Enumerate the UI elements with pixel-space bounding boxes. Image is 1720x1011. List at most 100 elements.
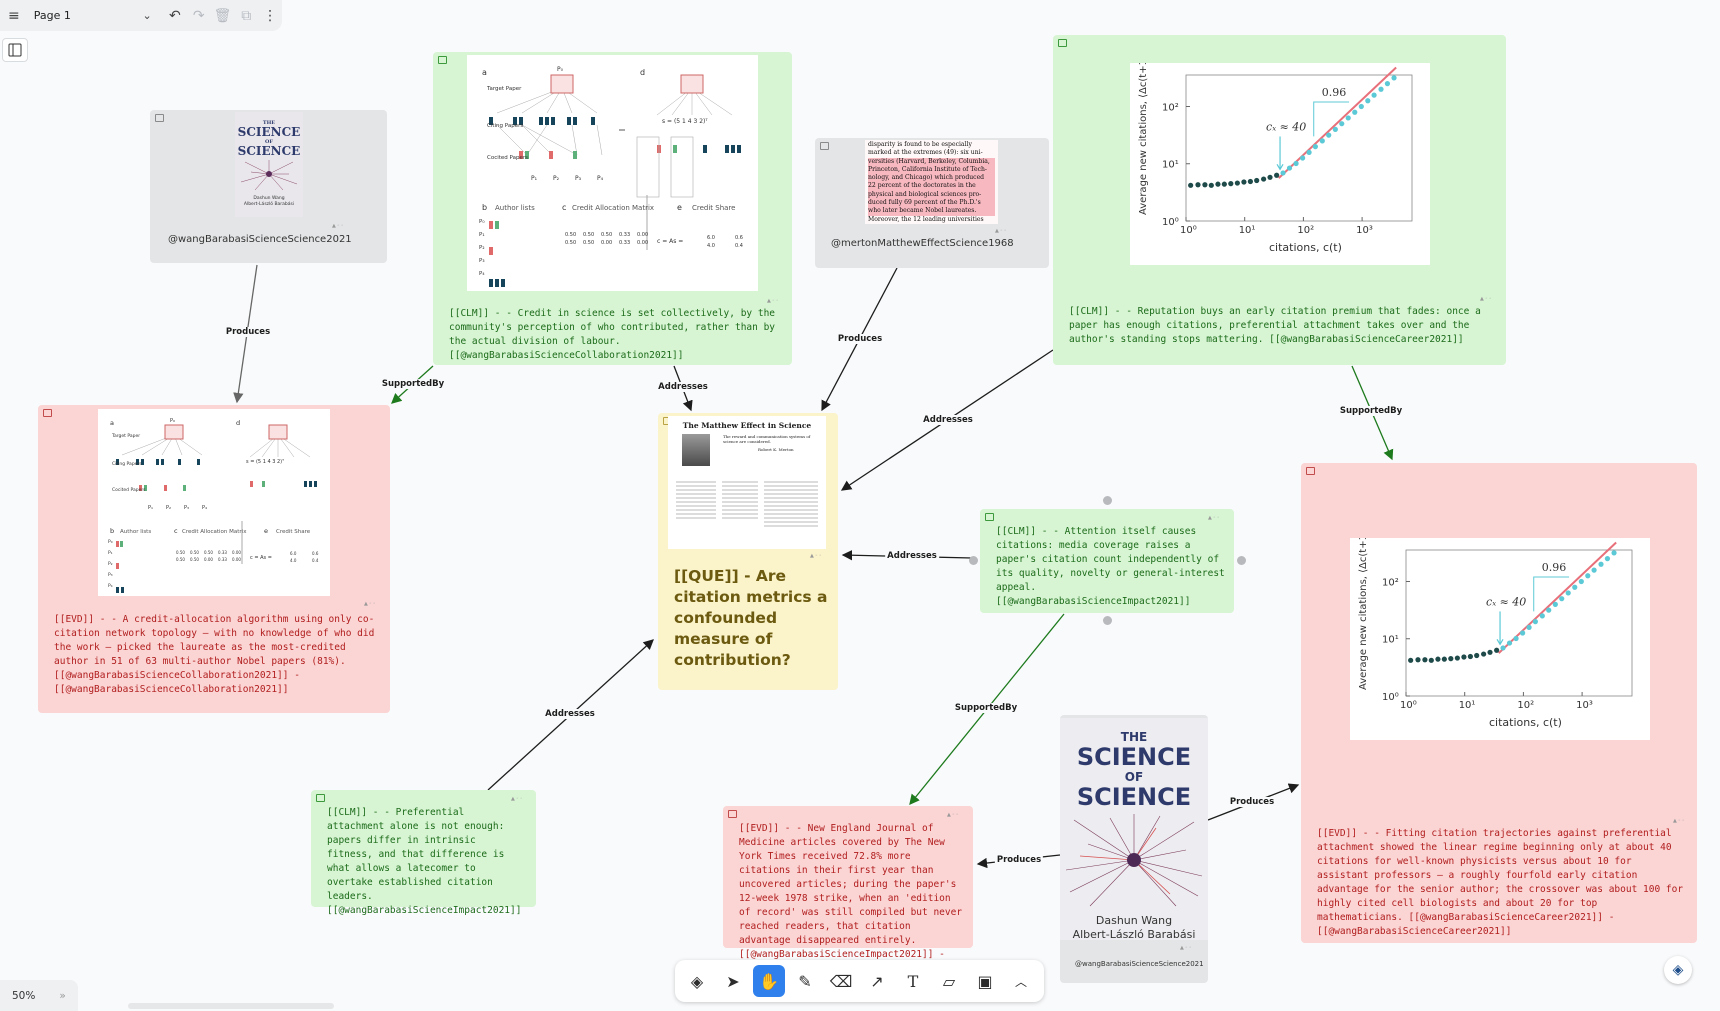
- arrow-tool-icon[interactable]: ↗: [870, 971, 884, 991]
- data-point: [1384, 81, 1391, 87]
- chevron-down-icon[interactable]: ⌄: [142, 9, 152, 22]
- matrix-cell: 0.33: [619, 232, 630, 238]
- data-point: [1526, 624, 1532, 630]
- edge-label-supportedby[interactable]: SupportedBy: [952, 703, 1020, 713]
- edge-label-supportedby[interactable]: SupportedBy: [379, 379, 447, 389]
- matrix-cell: 0.00: [204, 557, 213, 562]
- data-point: [1500, 645, 1506, 651]
- page-name[interactable]: Page 1: [33, 9, 71, 22]
- edge-label-addresses[interactable]: Addresses: [543, 709, 597, 719]
- select-tool-icon[interactable]: ➤: [726, 971, 740, 991]
- data-point: [1408, 657, 1414, 663]
- y-tick-label: 10⁰: [1162, 217, 1179, 228]
- note-icon: [438, 56, 447, 64]
- y-axis-label: Average new citations, ⟨Δc(t+1)⟩: [1138, 63, 1149, 215]
- eraser-tool-icon[interactable]: ⌫: [829, 971, 853, 991]
- scan-text-line: disparity is found to be especially: [868, 141, 972, 148]
- edge-label-addresses[interactable]: Addresses: [885, 551, 939, 561]
- data-point: [1306, 149, 1312, 155]
- duplicate-icon[interactable]: ⧉: [241, 7, 252, 24]
- card-evd-credit[interactable]: a d b c e P₀ Target Paper Citing Papers …: [38, 405, 390, 713]
- hand-tool-icon[interactable]: ✋: [753, 965, 785, 997]
- main-menu-icon[interactable]: ≡: [8, 7, 20, 24]
- connect-handle-left[interactable]: [969, 556, 978, 565]
- panel-label: a: [482, 68, 487, 77]
- data-point: [1371, 92, 1377, 98]
- edge-label-addresses[interactable]: Addresses: [921, 415, 975, 425]
- note-icon: [728, 810, 737, 818]
- scan-text-line: Moreover, the 12 leading universities: [868, 215, 984, 223]
- scan-text-line: duced fully 69 percent of the Ph.D.'s: [868, 199, 995, 208]
- edge-label-produces[interactable]: Produces: [223, 327, 273, 337]
- card-evd-nejm[interactable]: ▲◦◦ [[EVD]] - - New England Journal of M…: [723, 806, 973, 960]
- data-point: [1441, 656, 1447, 662]
- panel-label: c: [562, 203, 566, 212]
- edge-label-addresses[interactable]: Addresses: [656, 382, 710, 392]
- card-question[interactable]: The Matthew Effect in Science The reward…: [658, 413, 838, 690]
- data-point: [1448, 656, 1454, 662]
- card-meta-icons: ▲◦◦: [1180, 945, 1193, 951]
- trash-icon[interactable]: 🗑: [213, 7, 232, 24]
- evidence-text: [[EVD]] - - New England Journal of Medic…: [739, 823, 963, 960]
- annotation-cx: cₓ ≈ 40: [1486, 595, 1526, 608]
- note-tool-icon[interactable]: ▱: [942, 971, 956, 991]
- edge-label-produces[interactable]: Produces: [1227, 797, 1277, 807]
- data-point: [1415, 657, 1421, 663]
- connect-handle-top[interactable]: [1103, 496, 1112, 505]
- connect-handle-bottom[interactable]: [1103, 616, 1112, 625]
- edge-label-supportedby[interactable]: SupportedBy: [1337, 406, 1405, 416]
- data-point: [1261, 176, 1267, 182]
- more-icon[interactable]: ⋮: [263, 7, 278, 24]
- prop-value: 0.4: [312, 558, 319, 563]
- matrix-cell: 0.50: [190, 550, 199, 555]
- author-row: P₀: [108, 539, 113, 545]
- author-row: P₂: [108, 561, 113, 567]
- zoom-control[interactable]: 50% »: [0, 980, 78, 1011]
- x-tick-label: 10⁰: [1400, 700, 1417, 711]
- data-point: [1604, 556, 1611, 562]
- card-book-small[interactable]: THE SCIENCE OF SCIENCE Dashun Wang Alber…: [150, 110, 387, 263]
- x-tick-label: 10²: [1297, 225, 1314, 236]
- sidebar-toggle-icon[interactable]: [2, 38, 28, 62]
- y-axis-label: Average new citations, ⟨Δc(t+1)⟩: [1358, 538, 1369, 690]
- expand-icon[interactable]: »: [59, 989, 66, 1002]
- s-vector: s = (5 1 4 3 2)ᵀ: [662, 118, 708, 125]
- matrix-title: Credit Allocation Matrix: [182, 529, 247, 535]
- claim-text: [[CLM]] - - Reputation buys an early cit…: [1069, 306, 1481, 345]
- data-point: [1358, 103, 1364, 110]
- edge-label-produces[interactable]: Produces: [835, 334, 885, 344]
- data-point: [1422, 657, 1428, 663]
- matrix-cell: 0.33: [218, 550, 227, 555]
- data-point: [1494, 647, 1500, 653]
- matrix-title: Credit Allocation Matrix: [572, 204, 654, 212]
- card-clm-preferential[interactable]: ▲◦◦ [[CLM]] - - Preferential attachment …: [311, 790, 536, 916]
- horizontal-scrollbar[interactable]: [128, 1003, 334, 1009]
- slope-bracket: [1313, 101, 1350, 137]
- y-tick-label: 10¹: [1382, 635, 1399, 646]
- obsidian-logo-icon[interactable]: ◈: [690, 971, 704, 991]
- matrix-cell: 0.50: [176, 550, 185, 555]
- redo-icon[interactable]: ↷: [192, 7, 205, 24]
- book-title-line: SCIENCE: [237, 144, 301, 158]
- c-value: 6.0: [707, 235, 715, 241]
- author-row: P₀: [479, 219, 485, 225]
- c-formula: c = As =: [657, 238, 683, 245]
- author-lists-label: Author lists: [495, 204, 535, 212]
- card-book-large[interactable]: THE SCIENCE OF SCIENCE Dashun Wang Alber…: [1060, 715, 1208, 983]
- chevron-up-icon[interactable]: ︿: [1014, 974, 1027, 989]
- card-clm-attention[interactable]: ▲◦◦ [[CLM]] - - Attention itself causes …: [980, 509, 1234, 613]
- card-clm-credit[interactable]: a d b c e P₀ Target Paper Citing Papers …: [433, 52, 792, 365]
- card-meta-icons: ▲◦◦: [767, 298, 780, 304]
- image-tool-icon[interactable]: ▣: [977, 971, 993, 991]
- undo-icon[interactable]: ↶: [169, 7, 181, 24]
- citekey-label: @mertonMatthewEffectScience1968: [831, 238, 1014, 249]
- edge-label-produces[interactable]: Produces: [994, 855, 1044, 865]
- text-tool-icon[interactable]: T: [907, 971, 919, 991]
- draw-tool-icon[interactable]: ✎: [798, 971, 812, 991]
- zoom-level[interactable]: 50%: [12, 989, 36, 1002]
- help-icon[interactable]: ◈: [1664, 956, 1692, 984]
- connect-handle-right[interactable]: [1237, 556, 1246, 565]
